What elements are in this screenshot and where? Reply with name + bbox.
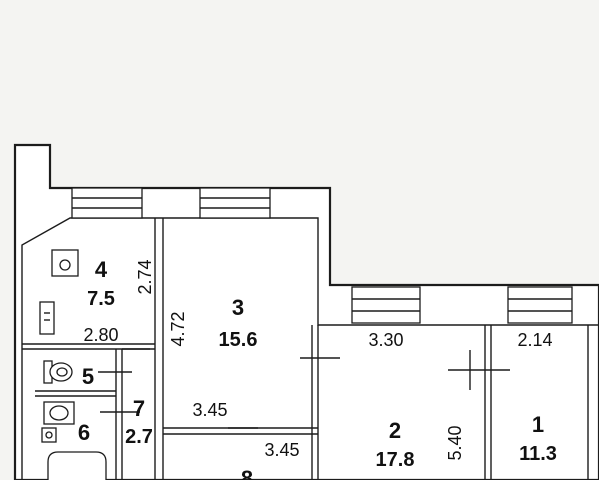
dimension-3-45-lower: 3.45 bbox=[264, 440, 299, 460]
faucet-icon bbox=[41, 427, 57, 443]
room-1-area: 11.3 bbox=[519, 443, 557, 465]
dimension-3-30: 3.30 bbox=[368, 330, 403, 350]
bathtub-icon bbox=[47, 451, 107, 480]
room-2-area: 17.8 bbox=[376, 449, 415, 471]
partitions bbox=[22, 218, 589, 480]
stove-icon bbox=[51, 249, 79, 277]
room-8-number: 8 bbox=[241, 466, 253, 480]
dimension-2-14: 2.14 bbox=[517, 330, 552, 350]
washbasin-icon bbox=[43, 401, 75, 425]
inner-wall-line bbox=[21, 217, 599, 480]
door-marks bbox=[98, 348, 510, 429]
dimension-4-72: 4.72 bbox=[168, 311, 188, 346]
dimension-5-40: 5.40 bbox=[445, 425, 465, 460]
room-7-number: 7 bbox=[133, 396, 145, 421]
dimension-3-45-upper: 3.45 bbox=[192, 400, 227, 420]
room-3-number: 3 bbox=[232, 295, 244, 320]
room-5-number: 5 bbox=[82, 364, 94, 389]
room-7-area: 2.7 bbox=[125, 426, 153, 448]
window-left bbox=[71, 187, 143, 219]
outer-wall bbox=[13, 143, 599, 480]
room-4-number: 4 bbox=[95, 257, 108, 282]
room-2-number: 2 bbox=[389, 418, 401, 443]
window-room-3 bbox=[199, 187, 271, 219]
dimension-2-80: 2.80 bbox=[83, 325, 118, 345]
dimension-2-74: 2.74 bbox=[135, 259, 155, 294]
room-3-area: 15.6 bbox=[219, 329, 258, 351]
toilet-icon bbox=[43, 360, 73, 384]
room-1-number: 1 bbox=[532, 412, 544, 437]
room-4-area: 7.5 bbox=[87, 288, 115, 310]
room-6-number: 6 bbox=[78, 420, 90, 445]
window-room-2 bbox=[351, 286, 421, 324]
kitchen-sink-icon bbox=[39, 301, 55, 335]
window-room-1 bbox=[507, 286, 573, 324]
